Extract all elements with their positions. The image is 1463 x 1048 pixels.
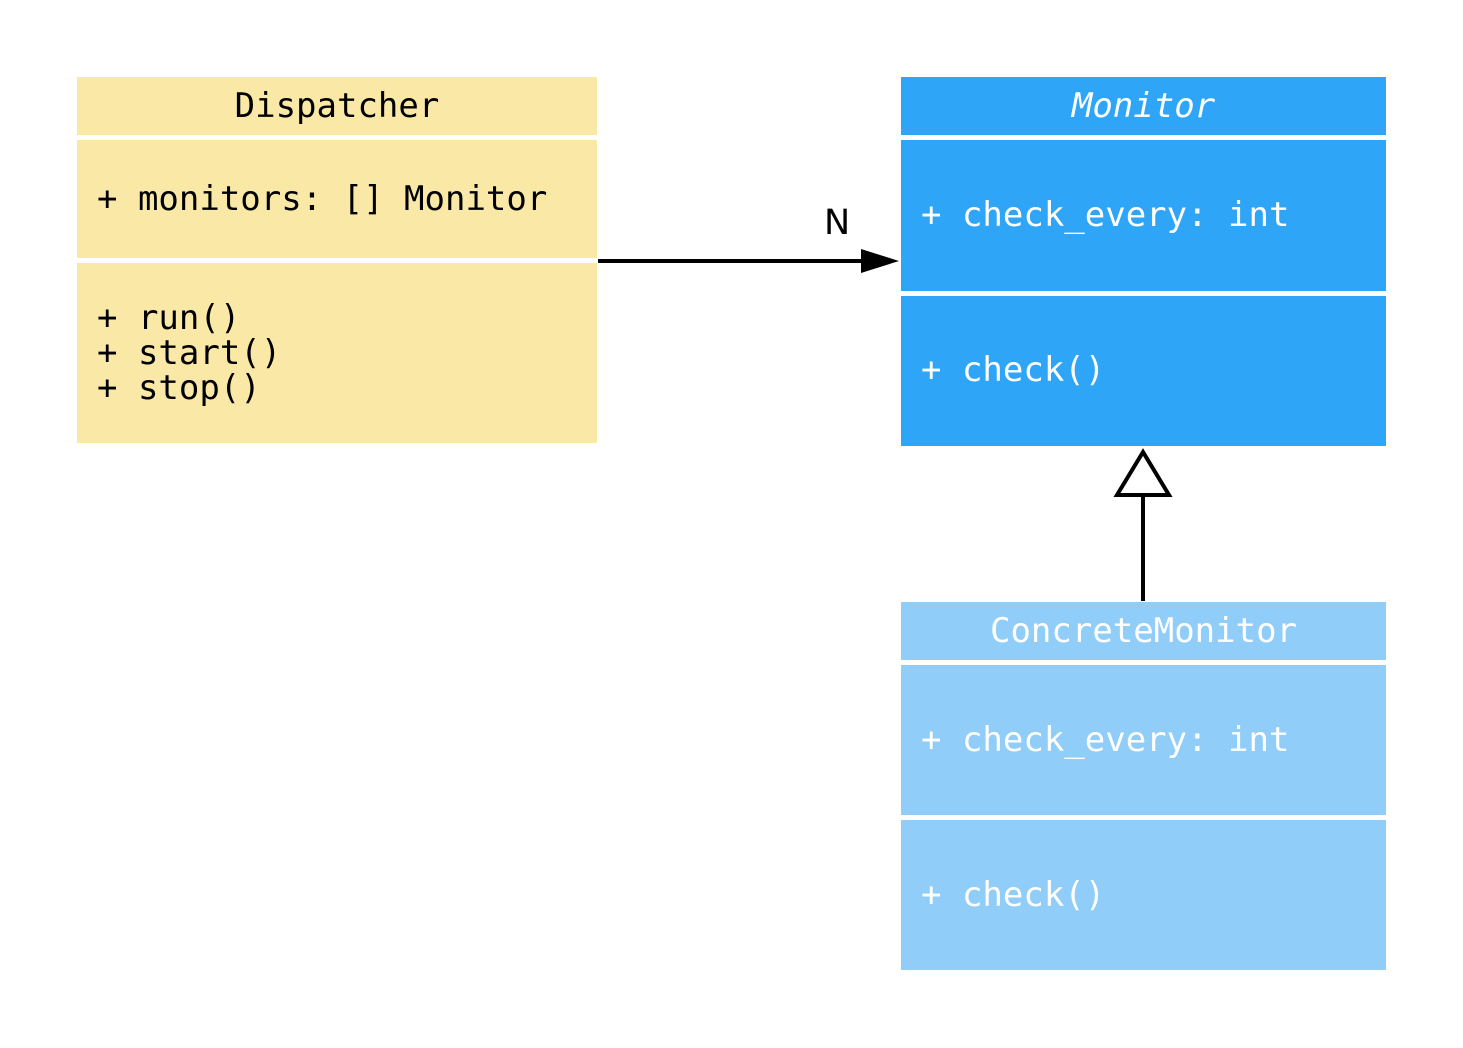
generalization-arrow-concrete-monitor-to-monitor	[1113, 448, 1173, 601]
class-title-monitor: Monitor	[901, 77, 1386, 135]
class-title-dispatcher: Dispatcher	[77, 77, 597, 135]
association-multiplicity-label: N	[824, 203, 851, 243]
hollow-triangle-icon	[1113, 448, 1173, 497]
method-line: + start()	[97, 332, 282, 373]
monitor-methods-compartment: + check()	[901, 295, 1386, 446]
filled-arrowhead-icon	[861, 249, 899, 273]
method-line: + run()	[97, 297, 241, 338]
attribute-line: + check_every: int	[921, 719, 1290, 760]
method-line: + check()	[921, 874, 1106, 915]
method-line: + check()	[921, 350, 1106, 391]
class-node-monitor[interactable]: Monitor + check_every: int + check()	[901, 77, 1386, 446]
method-line: + stop()	[97, 367, 261, 408]
class-title-concrete-monitor: ConcreteMonitor	[901, 602, 1386, 660]
class-node-dispatcher[interactable]: Dispatcher + monitors: [] Monitor + run(…	[77, 77, 597, 443]
attribute-line: + monitors: [] Monitor	[97, 178, 548, 219]
concrete-monitor-attributes-compartment: + check_every: int	[901, 665, 1386, 815]
dispatcher-attributes-compartment: + monitors: [] Monitor	[77, 140, 597, 258]
association-arrow-dispatcher-to-monitor	[598, 249, 899, 273]
class-node-concrete-monitor[interactable]: ConcreteMonitor + check_every: int + che…	[901, 602, 1386, 970]
dispatcher-methods-compartment: + run() + start() + stop()	[77, 263, 597, 443]
attribute-line: + check_every: int	[921, 194, 1290, 235]
monitor-attributes-compartment: + check_every: int	[901, 140, 1386, 291]
concrete-monitor-methods-compartment: + check()	[901, 820, 1386, 970]
